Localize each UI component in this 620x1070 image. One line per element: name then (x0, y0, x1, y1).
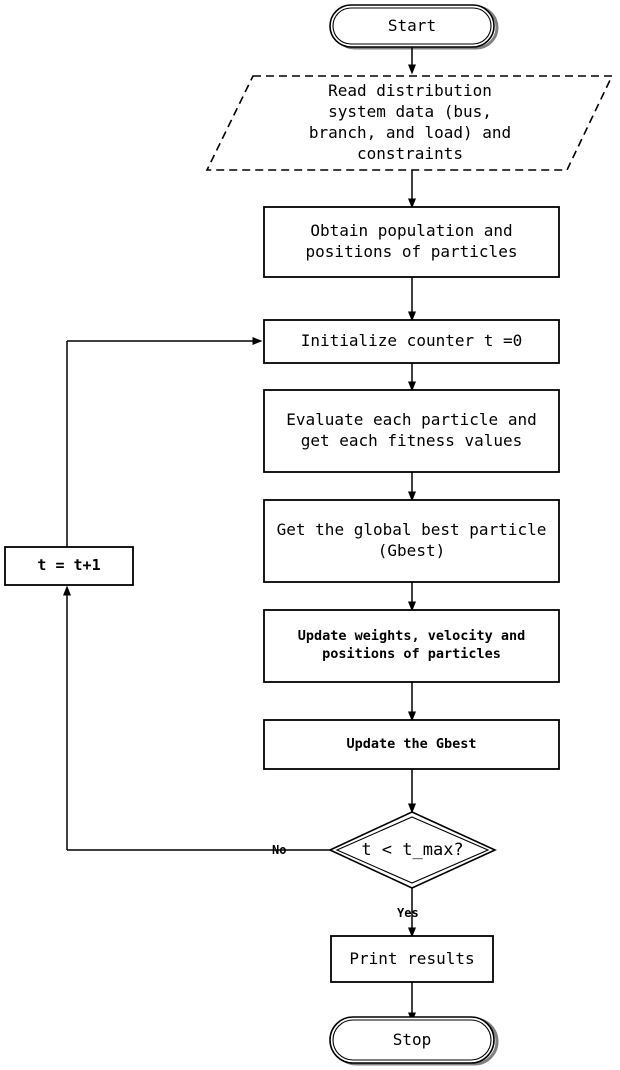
update-weights-box (263, 609, 560, 683)
get-global-best-box (263, 499, 560, 583)
start-terminal-inner (332, 7, 492, 45)
update-gbest-box (263, 719, 560, 770)
start-terminal-shape (329, 4, 495, 48)
initialize-counter-box (263, 319, 560, 364)
increment-counter-box (4, 546, 134, 586)
print-results-box (330, 935, 494, 983)
obtain-population-box (263, 206, 560, 278)
decision-diamond-inner (335, 816, 490, 884)
read-data-parallelogram (205, 75, 614, 171)
stop-terminal-inner (332, 1019, 492, 1061)
decision-diamond-shape (328, 811, 497, 889)
evaluate-particles-box (263, 389, 560, 473)
stop-terminal-shape (329, 1016, 495, 1064)
